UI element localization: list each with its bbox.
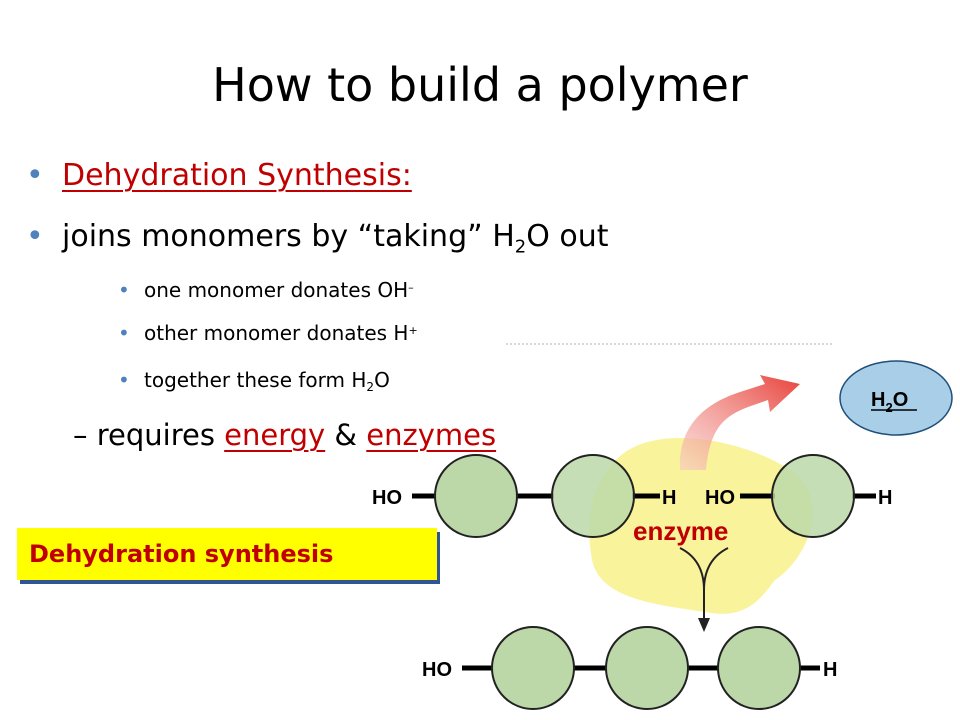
bottom-left-ho: HO [422, 659, 452, 681]
bottom-right-h: H [823, 659, 837, 681]
enzyme-label: enzyme [633, 516, 728, 546]
monomer-bottom-3 [718, 627, 800, 709]
monomer-top-3 [772, 455, 854, 537]
monomer-top-1 [435, 455, 517, 537]
monomer-bottom-1 [492, 627, 574, 709]
top-left-ho: HO [372, 487, 402, 509]
top-right-h: H [878, 487, 892, 509]
top-mid-h: H [662, 487, 676, 509]
monomer-top-2 [552, 455, 634, 537]
top-mid-ho: HO [705, 487, 735, 509]
monomer-bottom-2 [606, 627, 688, 709]
